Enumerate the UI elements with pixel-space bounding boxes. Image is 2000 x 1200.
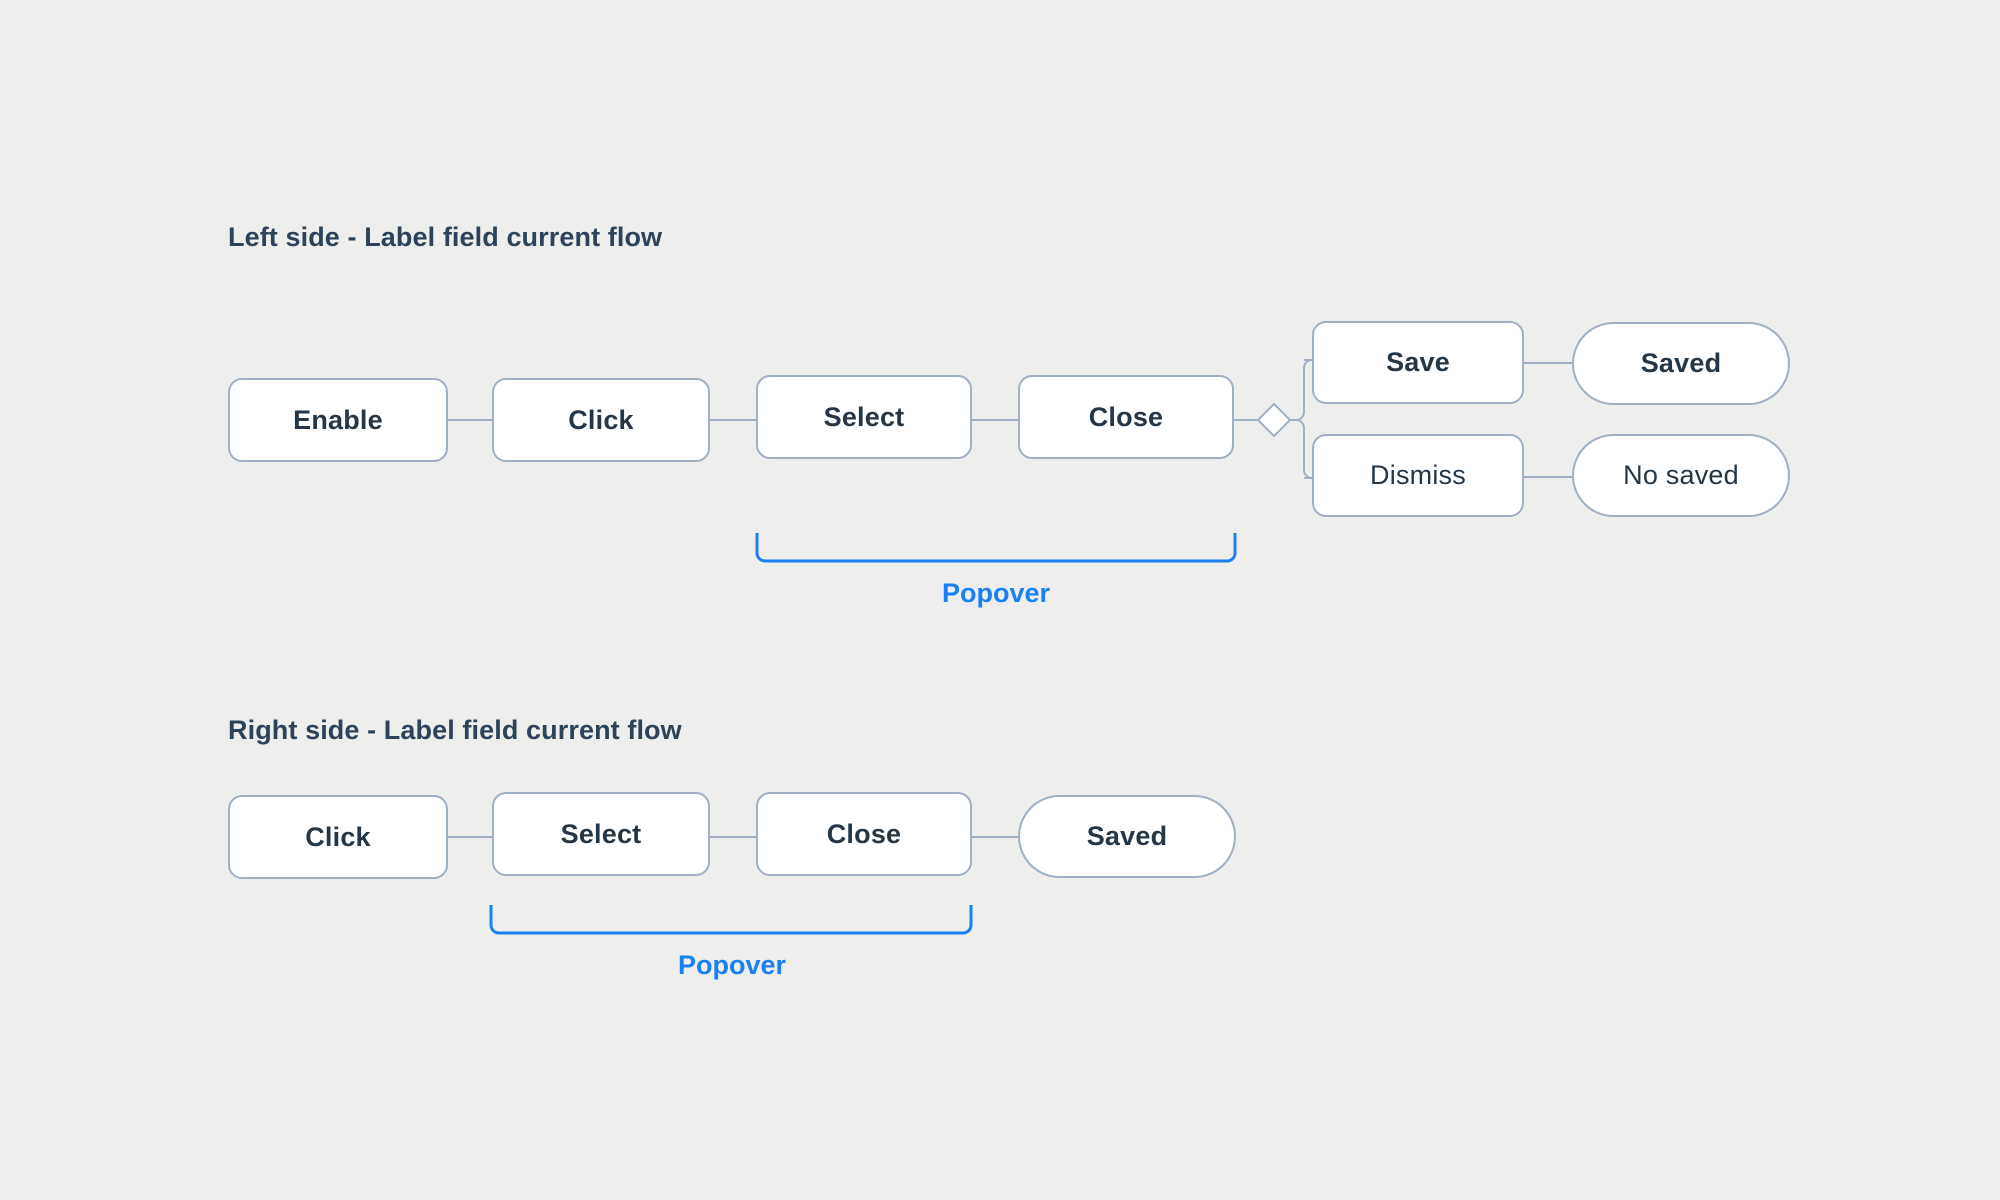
node-click-2[interactable]: Click xyxy=(228,795,448,879)
section-title-right-side: Right side - Label field current flow xyxy=(228,715,682,745)
node-select[interactable]: Select xyxy=(756,375,972,459)
node-save[interactable]: Save xyxy=(1312,321,1524,404)
section-title-left-side: Left side - Label field current flow xyxy=(228,222,663,252)
node-close[interactable]: Close xyxy=(1018,375,1234,459)
node-click[interactable]: Click xyxy=(492,378,710,462)
popover-annotation-label-2: Popover xyxy=(677,950,787,980)
node-saved-2[interactable]: Saved xyxy=(1018,795,1236,878)
popover-annotation-label: Popover xyxy=(941,578,1051,608)
popover-bracket xyxy=(755,533,1237,563)
node-saved[interactable]: Saved xyxy=(1572,322,1790,405)
connector-diamond-dismiss xyxy=(1290,419,1313,479)
popover-bracket-2 xyxy=(489,905,973,935)
node-dismiss[interactable]: Dismiss xyxy=(1312,434,1524,517)
node-enable[interactable]: Enable xyxy=(228,378,448,462)
connector-diamond-save xyxy=(1290,359,1313,421)
node-close-2[interactable]: Close xyxy=(756,792,972,876)
node-no-saved[interactable]: No saved xyxy=(1572,434,1790,517)
node-select-2[interactable]: Select xyxy=(492,792,710,876)
decision-diamond xyxy=(1256,402,1292,438)
